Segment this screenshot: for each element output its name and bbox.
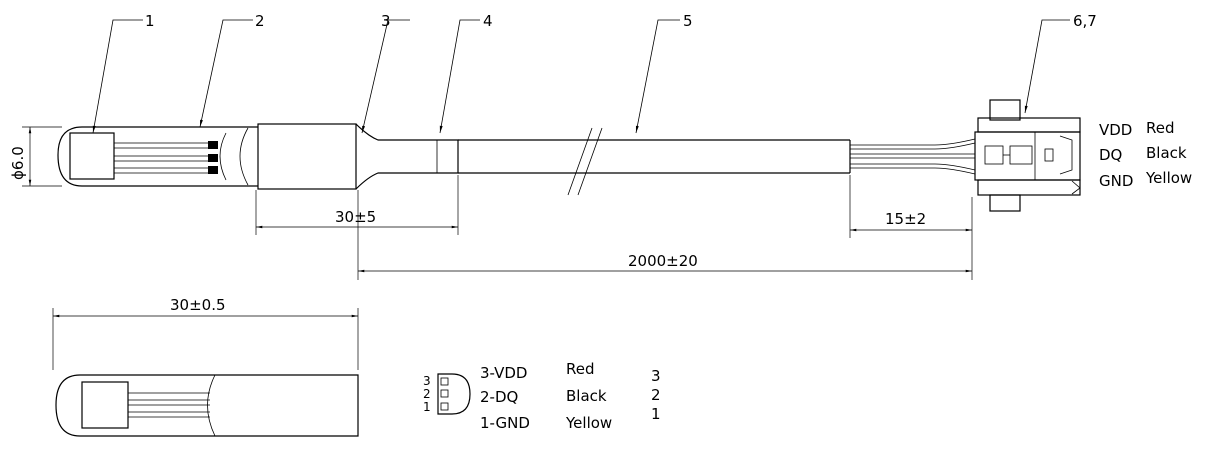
connector-wire-labels: VDD DQ GND Red Black Yellow (1099, 119, 1192, 190)
pinout: 3 2 1 3-VDD 2-DQ 1-GND Red Black Yellow … (423, 360, 661, 432)
callout-1: 1 (145, 12, 155, 30)
callouts: 1 2 3 4 5 6,7 (92, 12, 1097, 134)
package-pin-1: 1 (423, 400, 431, 414)
callout-5: 5 (683, 12, 693, 30)
cable (458, 127, 851, 196)
heatshrink-section (257, 123, 459, 190)
heatshrink-dimension: 30±5 (255, 175, 459, 235)
wire-signal-dq: DQ (1099, 146, 1122, 164)
pin-color-black: Black (566, 387, 607, 405)
to92-package-outline (437, 373, 471, 415)
wire-color-yellow: Yellow (1145, 169, 1192, 187)
pin-color-red: Red (566, 360, 595, 378)
pin-label-dq: 2-DQ (480, 388, 518, 406)
strip-dimension: 15±2 (849, 175, 973, 280)
wire-color-black: Black (1146, 144, 1187, 162)
probe-top (57, 126, 258, 187)
callout-2: 2 (255, 12, 265, 30)
wire-color-red: Red (1146, 119, 1175, 137)
stripped-wires (850, 138, 976, 175)
pin-number-2: 2 (651, 386, 661, 404)
probe-detail: 30±0.5 (52, 296, 359, 437)
total-dimension: 2000±20 (357, 190, 972, 280)
sensor-chip (69, 132, 115, 180)
callout-6-7: 6,7 (1073, 12, 1097, 30)
heatshrink-length-label: 30±5 (335, 208, 376, 226)
diameter-dimension: ϕ6.0 (9, 126, 62, 187)
package-pin-3: 3 (423, 374, 431, 388)
callout-3: 3 (381, 12, 391, 30)
cable-break-mark (567, 127, 593, 196)
callout-4: 4 (483, 12, 493, 30)
wire-signal-vdd: VDD (1099, 121, 1132, 139)
wire-signal-gnd: GND (1099, 172, 1133, 190)
connector (974, 99, 1081, 212)
diameter-label: ϕ6.0 (9, 146, 27, 180)
pin-number-3: 3 (651, 367, 661, 385)
total-length-label: 2000±20 (628, 252, 698, 270)
pin-color-yellow: Yellow (565, 414, 612, 432)
pin-label-gnd: 1-GND (480, 414, 530, 432)
probe-length-label: 30±0.5 (170, 296, 226, 314)
pin-number-1: 1 (651, 405, 661, 423)
package-pin-2: 2 (423, 387, 431, 401)
pin-label-vdd: 3-VDD (480, 364, 527, 382)
strip-length-label: 15±2 (885, 210, 926, 228)
